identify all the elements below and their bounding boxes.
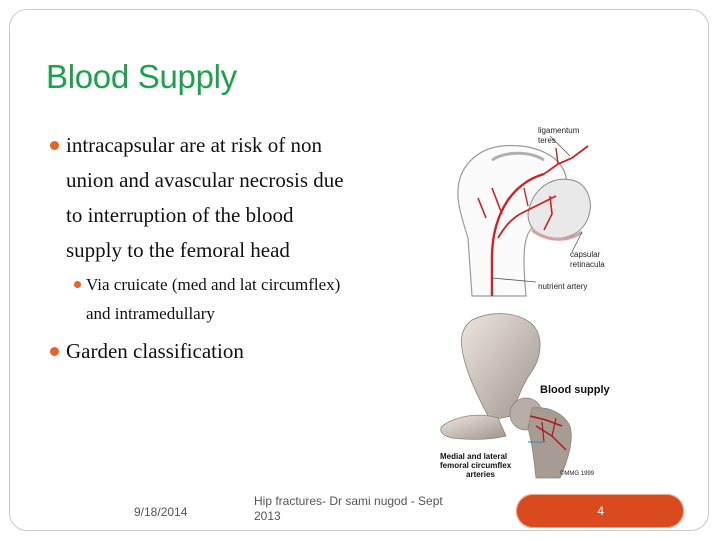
femoral-head-diagram: ligamentum teres capsular retinacula nut… xyxy=(432,118,622,300)
pelvis-illustration xyxy=(440,313,572,479)
bullet-2: Garden classification xyxy=(48,334,348,369)
sub-bullet-1-text: Via cruicate (med and lat circumflex) an… xyxy=(86,275,341,323)
bullet-1-text: intracapsular are at risk of non union a… xyxy=(66,133,344,262)
label-copyright: ©MMG 1999 xyxy=(560,471,595,477)
page-number: 4 xyxy=(597,504,604,518)
sub-bullet-1: Via cruicate (med and lat circumflex) an… xyxy=(48,270,348,328)
bullet-2-text: Garden classification xyxy=(66,339,244,363)
sub-bullet-dot-icon xyxy=(74,281,81,288)
femoral-head-illustration xyxy=(457,135,591,297)
slide-frame xyxy=(9,9,709,531)
bullet-1: intracapsular are at risk of non union a… xyxy=(48,128,348,268)
bullet-dot-icon xyxy=(50,141,59,150)
slide-title: Blood Supply xyxy=(46,58,237,95)
label-nutrient-artery: nutrient artery xyxy=(538,282,588,291)
footer-text: Hip fractures- Dr sami nugod - Sept 2013 xyxy=(254,494,443,523)
label-ligamentum: ligamentum xyxy=(538,126,580,135)
slide-content: intracapsular are at risk of non union a… xyxy=(48,128,348,369)
footer-date: 9/18/2014 xyxy=(134,505,188,519)
bullet-dot-icon xyxy=(50,347,59,356)
label-medial-lateral: Medial and lateral xyxy=(440,452,508,461)
page-number-pill: 4 xyxy=(516,494,684,528)
label-femoral-circumflex: femoral circumflex xyxy=(440,461,512,470)
label-blood-supply: Blood supply xyxy=(540,384,610,396)
pelvis-blood-supply-figure: Blood supply Medial and lateral femoral … xyxy=(432,310,622,480)
label-arteries: arteries xyxy=(466,470,495,479)
label-retinacula: retinacula xyxy=(570,260,605,269)
label-capsular: capsular xyxy=(570,250,601,259)
label-teres: teres xyxy=(538,136,556,145)
